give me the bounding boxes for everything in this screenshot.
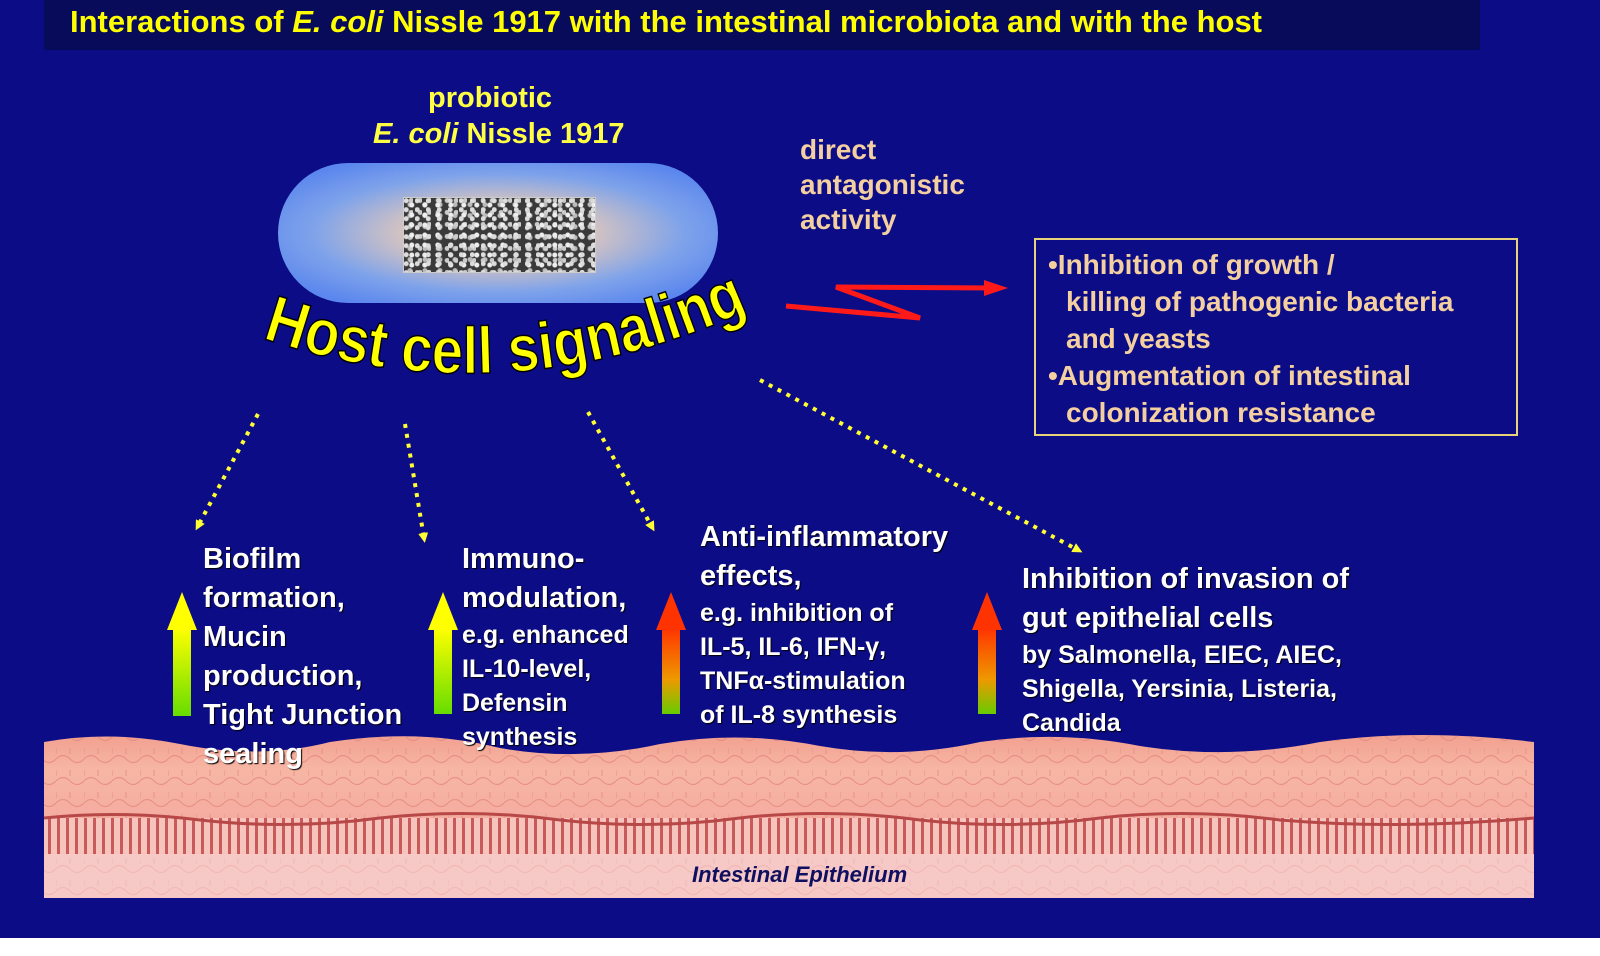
- title-prefix: Interactions of: [70, 4, 293, 39]
- epithelium-label: Intestinal Epithelium: [692, 862, 908, 887]
- immuno-sub-line: synthesis: [462, 723, 578, 751]
- inflammatory-sub-line: of IL-8 synthesis: [700, 701, 898, 729]
- direct-activity-line3: activity: [800, 204, 897, 235]
- effect-bullet-2-line-1: •Augmentation of intestinal: [1048, 360, 1411, 391]
- biofilm-line: formation,: [203, 582, 345, 614]
- invasion-title-line: Inhibition of invasion of: [1022, 563, 1350, 595]
- strain-rest: Nissle 1917: [458, 118, 625, 150]
- inflammatory-title-line: Anti-inflammatory: [700, 521, 949, 553]
- invasion-inhibition-effect-text: Inhibition of invasion of gut epithelial…: [1022, 560, 1349, 740]
- immuno-title-line: modulation,: [462, 582, 627, 614]
- inflammatory-sub-line: e.g. inhibition of: [700, 599, 894, 627]
- up-arrow-invasion: [972, 592, 1002, 714]
- biofilm-line: sealing: [203, 738, 303, 770]
- dotted-arrow-immuno: [403, 423, 429, 543]
- invasion-sub-line: Shigella, Yersinia, Listeria,: [1022, 675, 1337, 703]
- dotted-arrows: [195, 378, 1083, 553]
- biofilm-line: production,: [203, 660, 363, 692]
- slide-title: Interactions of E. coli Nissle 1917 with…: [70, 4, 1470, 40]
- dotted-arrow-inflammatory: [586, 411, 655, 532]
- effect-bullet-1-line-2: killing of pathogenic bacteria: [1066, 286, 1454, 317]
- immunomodulation-effect-text: Immuno- modulation, e.g. enhanced IL-10-…: [462, 540, 629, 754]
- inflammatory-sub-line: TNFα-stimulation: [700, 667, 906, 695]
- title-bar: [44, 0, 1480, 50]
- biofilm-line: Tight Junction: [203, 699, 403, 731]
- effect-bullet-1-line-1: •Inhibition of growth /: [1048, 249, 1335, 280]
- invasion-title-line: gut epithelial cells: [1022, 602, 1274, 634]
- strain-italic: E. coli: [373, 118, 459, 150]
- lightning-arrow: [785, 280, 1008, 321]
- bottom-border: [0, 938, 1600, 956]
- anti-inflammatory-effect-text: Anti-inflammatory effects, e.g. inhibiti…: [700, 518, 948, 732]
- immuno-title-line: Immuno-: [462, 543, 585, 575]
- dotted-arrow-biofilm: [195, 413, 260, 531]
- direct-activity-line2: antagonistic: [800, 169, 965, 200]
- dotted-arrow-invasion: [759, 378, 1083, 553]
- effect-bullet-2-line-2: colonization resistance: [1066, 397, 1376, 428]
- direct-activity-label: direct antagonistic activity: [800, 132, 965, 237]
- up-arrow-immuno: [428, 592, 458, 714]
- biofilm-line: Biofilm: [203, 543, 302, 575]
- inflammatory-title-line: effects,: [700, 560, 802, 592]
- invasion-sub-line: Candida: [1022, 709, 1121, 737]
- micrograph-image: [403, 197, 596, 273]
- immuno-sub-line: Defensin: [462, 689, 568, 717]
- invasion-sub-line: by Salmonella, EIEC, AIEC,: [1022, 641, 1342, 669]
- up-arrow-inflammatory: [656, 592, 686, 714]
- intestinal-epithelium: [43, 735, 1535, 898]
- up-arrow-biofilm: [167, 592, 197, 716]
- immuno-sub-line: e.g. enhanced: [462, 621, 629, 649]
- effect-bullet-1-line-3: and yeasts: [1066, 323, 1211, 354]
- antagonistic-effects-box: •Inhibition of growth / killing of patho…: [1034, 238, 1518, 436]
- title-italic: E. coli: [292, 4, 384, 39]
- biofilm-effect-text: Biofilm formation, Mucin production, Tig…: [203, 540, 402, 774]
- biofilm-line: Mucin: [203, 621, 287, 653]
- strain-label: E. coli Nissle 1917: [373, 118, 625, 151]
- inflammatory-sub-line: IL-5, IL-6, IFN-γ,: [700, 633, 887, 661]
- probiotic-label: probiotic: [428, 82, 553, 114]
- immuno-sub-line: IL-10-level,: [462, 655, 592, 683]
- direct-activity-line1: direct: [800, 134, 877, 165]
- title-suffix: Nissle 1917 with the intestinal microbio…: [383, 4, 1263, 39]
